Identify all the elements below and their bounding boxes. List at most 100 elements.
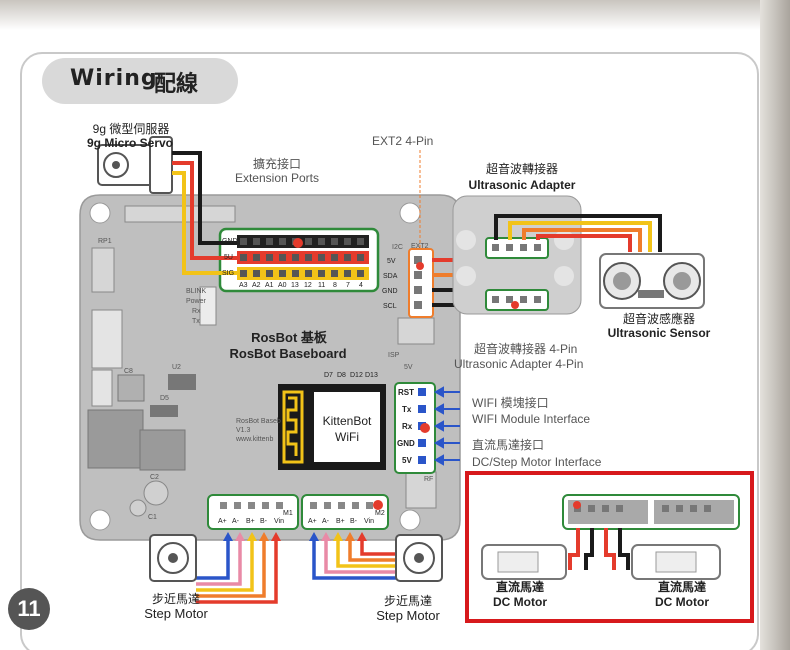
ultra-sensor-label-en: Ultrasonic Sensor: [607, 326, 711, 340]
wifi-module-sub: WiFi: [335, 430, 359, 444]
port-m1-label: M1: [283, 510, 293, 517]
m1-pin-b-minus: B-: [260, 518, 267, 525]
dc-motor-ports: [562, 494, 740, 530]
wifi-top-pin-d13: D13: [365, 372, 378, 379]
rp1-header: [91, 247, 115, 293]
title-pill: [42, 58, 238, 104]
wifi-top-pin-d7: D7: [324, 372, 333, 379]
silk-board-url: www.kittenb: [236, 436, 274, 443]
step-motor-1-label-en: Step Motor: [144, 606, 208, 621]
wifi-pin-tx: Tx: [402, 405, 412, 414]
silk-c2: C2: [150, 474, 159, 481]
ultra-sensor-label-zh: 超音波感應器: [622, 312, 695, 326]
dc-motor-2-label-en: DC Motor: [655, 595, 709, 609]
board-motor-ports: [207, 494, 389, 530]
ext-col-11: 11: [318, 282, 326, 289]
silk-board-version: V1.3: [236, 427, 251, 434]
mount-hole-tl: [89, 202, 111, 224]
mount-hole-br: [399, 509, 421, 531]
power-jack: [87, 409, 144, 469]
ext-col-7: 7: [346, 282, 350, 289]
wifi-module-name: KittenBot: [322, 414, 372, 428]
mount-hole-tr: [399, 202, 421, 224]
wifi-pin-gnd: GND: [397, 439, 415, 448]
m2-marker-dot: [373, 500, 383, 510]
ext-row-sig: SIG: [222, 270, 235, 277]
wifi-pin-rx: Rx: [402, 422, 413, 431]
wifi-header-block: [394, 382, 436, 474]
silk-u2: U2: [172, 364, 181, 371]
ext2-pin-sda: SDA: [383, 273, 398, 280]
top-header: [124, 205, 236, 223]
dc-port-marker-dot: [573, 501, 581, 509]
ultra-adapter-4pin-label-zh: 超音波轉接器 4-Pin: [474, 342, 578, 356]
m2-pin-a-minus: A-: [322, 518, 329, 525]
step-motor-1-graphic: [149, 534, 197, 582]
step-motor-2-wires: [309, 532, 396, 580]
silk-board-name: RosBot Baseb: [236, 418, 281, 425]
m1-pin-b-plus: B+: [246, 518, 255, 525]
ext2-pin-scl: SCL: [383, 303, 397, 310]
m2-pin-b-plus: B+: [336, 518, 345, 525]
wifi-top-pin-d12: D12: [350, 372, 363, 379]
ultra-adapter-4pin-label-en: Ultrasonic Adapter 4-Pin: [454, 357, 584, 371]
adapter-marker-dot: [511, 301, 519, 309]
ext-col-a1: A1: [265, 282, 274, 289]
ext-col-8: 8: [333, 282, 337, 289]
ext-port-marker-dot: [293, 238, 303, 248]
mount-hole-bl: [89, 509, 111, 531]
silk-rf: RF: [424, 476, 434, 483]
mcu-block: [139, 429, 186, 471]
ext2-4pin-label: EXT2 4-Pin: [372, 134, 434, 148]
m1-pin-a-plus: A+: [218, 518, 227, 525]
isp-header: [397, 317, 435, 345]
dc-motor-1-graphic: [481, 544, 567, 580]
i2c-label: I2C: [392, 244, 403, 251]
page-top-shadow: [0, 0, 790, 30]
book-spine-shadow: [760, 0, 790, 650]
ultra-adapter-label-zh: 超音波轉接器: [485, 162, 558, 176]
c2-cap: [143, 480, 169, 506]
rf-header: [405, 471, 437, 509]
d5-chip: [150, 405, 178, 417]
silk-blink: BLINK: [186, 288, 207, 295]
dc-motor-2-graphic: [631, 544, 721, 580]
step-motor-2-label-zh: 步近馬達: [383, 594, 432, 608]
m1-pin-vin: Vin: [274, 518, 284, 525]
page-title-zh: 配線: [154, 72, 199, 97]
wifi-marker-dot: [420, 423, 430, 433]
baseboard-label-zh: RosBot 基板: [251, 330, 327, 345]
dc-motor-1-label-zh: 直流馬達: [495, 580, 544, 594]
step-motor-2-graphic: [395, 534, 443, 582]
ultrasonic-adapter-board: [452, 195, 582, 315]
ext-col-a3: A3: [239, 282, 248, 289]
dc-motor-1-label-en: DC Motor: [493, 595, 547, 609]
motor-interface-label-en: DC/Step Motor Interface: [472, 455, 602, 469]
silk-tx: Tx: [192, 318, 200, 325]
m2-pin-b-minus: B-: [350, 518, 357, 525]
adapter-sensor-wires: [494, 214, 662, 252]
m2-pin-a-plus: A+: [308, 518, 317, 525]
servo-label-zh: 9g 微型伺服器: [92, 122, 170, 136]
silk-d5: D5: [160, 395, 169, 402]
ext2-pin-5v: 5V: [387, 258, 396, 265]
reset-switch: [91, 369, 113, 407]
silk-5v: 5V: [404, 364, 413, 371]
step-motor-2-label-en: Step Motor: [376, 608, 440, 623]
ultra-adapter-label-en: Ultrasonic Adapter: [468, 178, 576, 192]
silk-rp1: RP1: [98, 238, 112, 245]
ext2-header-block: [408, 248, 434, 318]
wifi-pin-rst: RST: [398, 388, 414, 397]
ext2-header-label: EXT2: [411, 243, 429, 250]
m2-pin-vin: Vin: [364, 518, 374, 525]
ext-row-gnd: GND: [222, 238, 238, 245]
silk-c1: C1: [148, 514, 157, 521]
ultrasonic-sensor-graphic: [599, 253, 705, 309]
silk-isp: ISP: [388, 352, 400, 359]
ext-ports-label-en: Extension Ports: [234, 171, 320, 185]
ext-col-12: 12: [304, 282, 312, 289]
page-frame: [20, 52, 759, 650]
wifi-interface-label-en: WIFI Module Interface: [472, 412, 591, 426]
